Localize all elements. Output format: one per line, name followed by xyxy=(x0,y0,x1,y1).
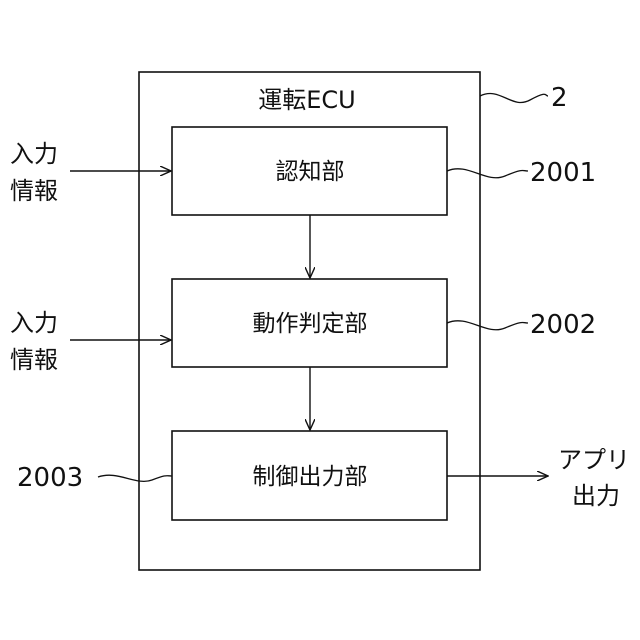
decision-block-label: 動作判定部 xyxy=(253,311,368,337)
input1-label-line2: 情報 xyxy=(10,177,58,205)
control-block-label: 制御出力部 xyxy=(253,464,368,490)
control-ref-leader xyxy=(98,475,172,481)
input2-label-line1: 入力 xyxy=(10,309,58,337)
decision-ref-number: 2002 xyxy=(530,310,596,340)
decision-ref-leader xyxy=(447,321,528,330)
input1-label-line1: 入力 xyxy=(10,140,58,168)
control-ref-number: 2003 xyxy=(17,463,83,493)
recognition-ref-number: 2001 xyxy=(530,158,596,188)
recognition-ref-leader xyxy=(447,169,528,178)
recognition-block-label: 認知部 xyxy=(276,159,345,185)
output-label-line2: 出力 xyxy=(572,482,620,510)
ecu-title: 運転ECU xyxy=(258,86,356,114)
ecu-ref-number: 2 xyxy=(551,83,568,113)
ecu-ref-leader xyxy=(480,94,548,103)
input2-label-line2: 情報 xyxy=(10,346,58,374)
output-label-line1: アプリ xyxy=(558,446,630,474)
